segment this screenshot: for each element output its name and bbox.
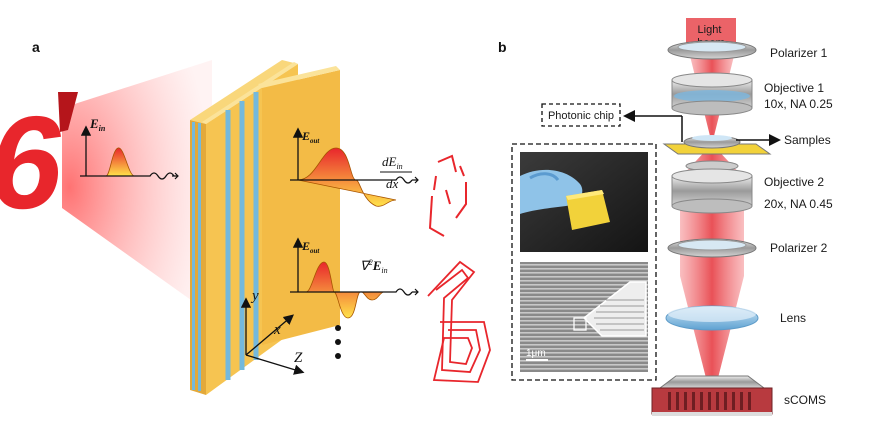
svg-text:dEin: dEin	[382, 154, 403, 171]
camera	[651, 375, 773, 416]
objective-1-label: Objective 1 10x, NA 0.25	[764, 81, 833, 111]
coordinate-axes	[240, 297, 305, 375]
polarizer-1	[667, 40, 757, 60]
samples-label: Samples	[784, 133, 831, 147]
edge-image-derivative	[428, 154, 467, 237]
laplacian-formula: ∇2Ein	[360, 258, 388, 275]
objective-2-label: Objective 2 20x, NA 0.45	[764, 175, 833, 211]
output-pulse-derivative	[290, 127, 419, 207]
objective-2	[671, 160, 753, 214]
polarizer-2	[667, 238, 757, 258]
sem-image	[520, 262, 648, 372]
e-in-label: Ein	[89, 116, 106, 133]
multilayer-slab	[190, 60, 340, 395]
axis-z-label: Z	[294, 350, 303, 366]
panel-label-a: a	[32, 39, 40, 55]
polarizer-2-label: Polarizer 2	[770, 241, 828, 255]
lens	[665, 305, 759, 331]
chip-photo	[520, 152, 648, 252]
axis-y-label: y	[250, 288, 259, 304]
e-out-label-2: Eout	[301, 239, 320, 255]
axis-x-label: x	[273, 322, 281, 338]
photonic-chip-label: Photonic chip	[548, 110, 614, 122]
input-pulse	[80, 125, 179, 180]
photonic-chip-label-box	[541, 103, 621, 127]
light-cone	[62, 60, 212, 315]
lens-label: Lens	[780, 311, 806, 325]
camera-label: sCOMS	[784, 393, 826, 407]
e-out-label-1: Eout	[301, 129, 320, 145]
svg-text:dx: dx	[386, 176, 399, 191]
scale-bar-label: 1μm	[526, 348, 546, 359]
samples-stage	[662, 135, 772, 155]
svg-text:6: 6	[0, 90, 75, 237]
derivative-formula: dEin dx	[380, 154, 412, 191]
output-pulse-laplacian	[290, 237, 419, 319]
objective-1	[671, 72, 753, 116]
edge-image-laplacian	[427, 260, 491, 383]
polarizer-1-label: Polarizer 1	[770, 46, 828, 60]
ellipsis-dots	[335, 325, 341, 359]
chip-photo-frame	[511, 143, 657, 381]
panel-label-b: b	[498, 39, 507, 55]
